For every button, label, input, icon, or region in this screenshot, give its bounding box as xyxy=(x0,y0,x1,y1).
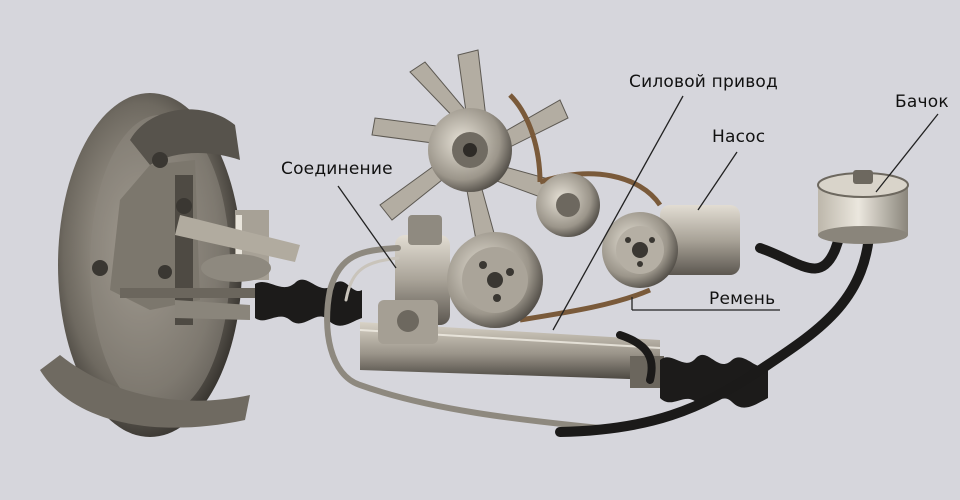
steering-rack xyxy=(359,215,664,388)
reservoir-tank xyxy=(817,170,909,244)
label-connection: Соединение xyxy=(281,159,393,179)
idler-pulley xyxy=(536,173,600,237)
label-pump: Насос xyxy=(712,127,766,147)
label-belt: Ремень xyxy=(709,289,776,309)
label-reservoir: Бачок xyxy=(895,92,949,112)
boot-right xyxy=(660,354,768,408)
label-power-drive: Силовой привод xyxy=(629,72,778,92)
control-arm xyxy=(175,215,300,320)
crank-pulley xyxy=(447,232,543,328)
tie-rod-left xyxy=(120,279,362,326)
pump-unit xyxy=(602,205,740,288)
leader-lines xyxy=(337,95,939,331)
